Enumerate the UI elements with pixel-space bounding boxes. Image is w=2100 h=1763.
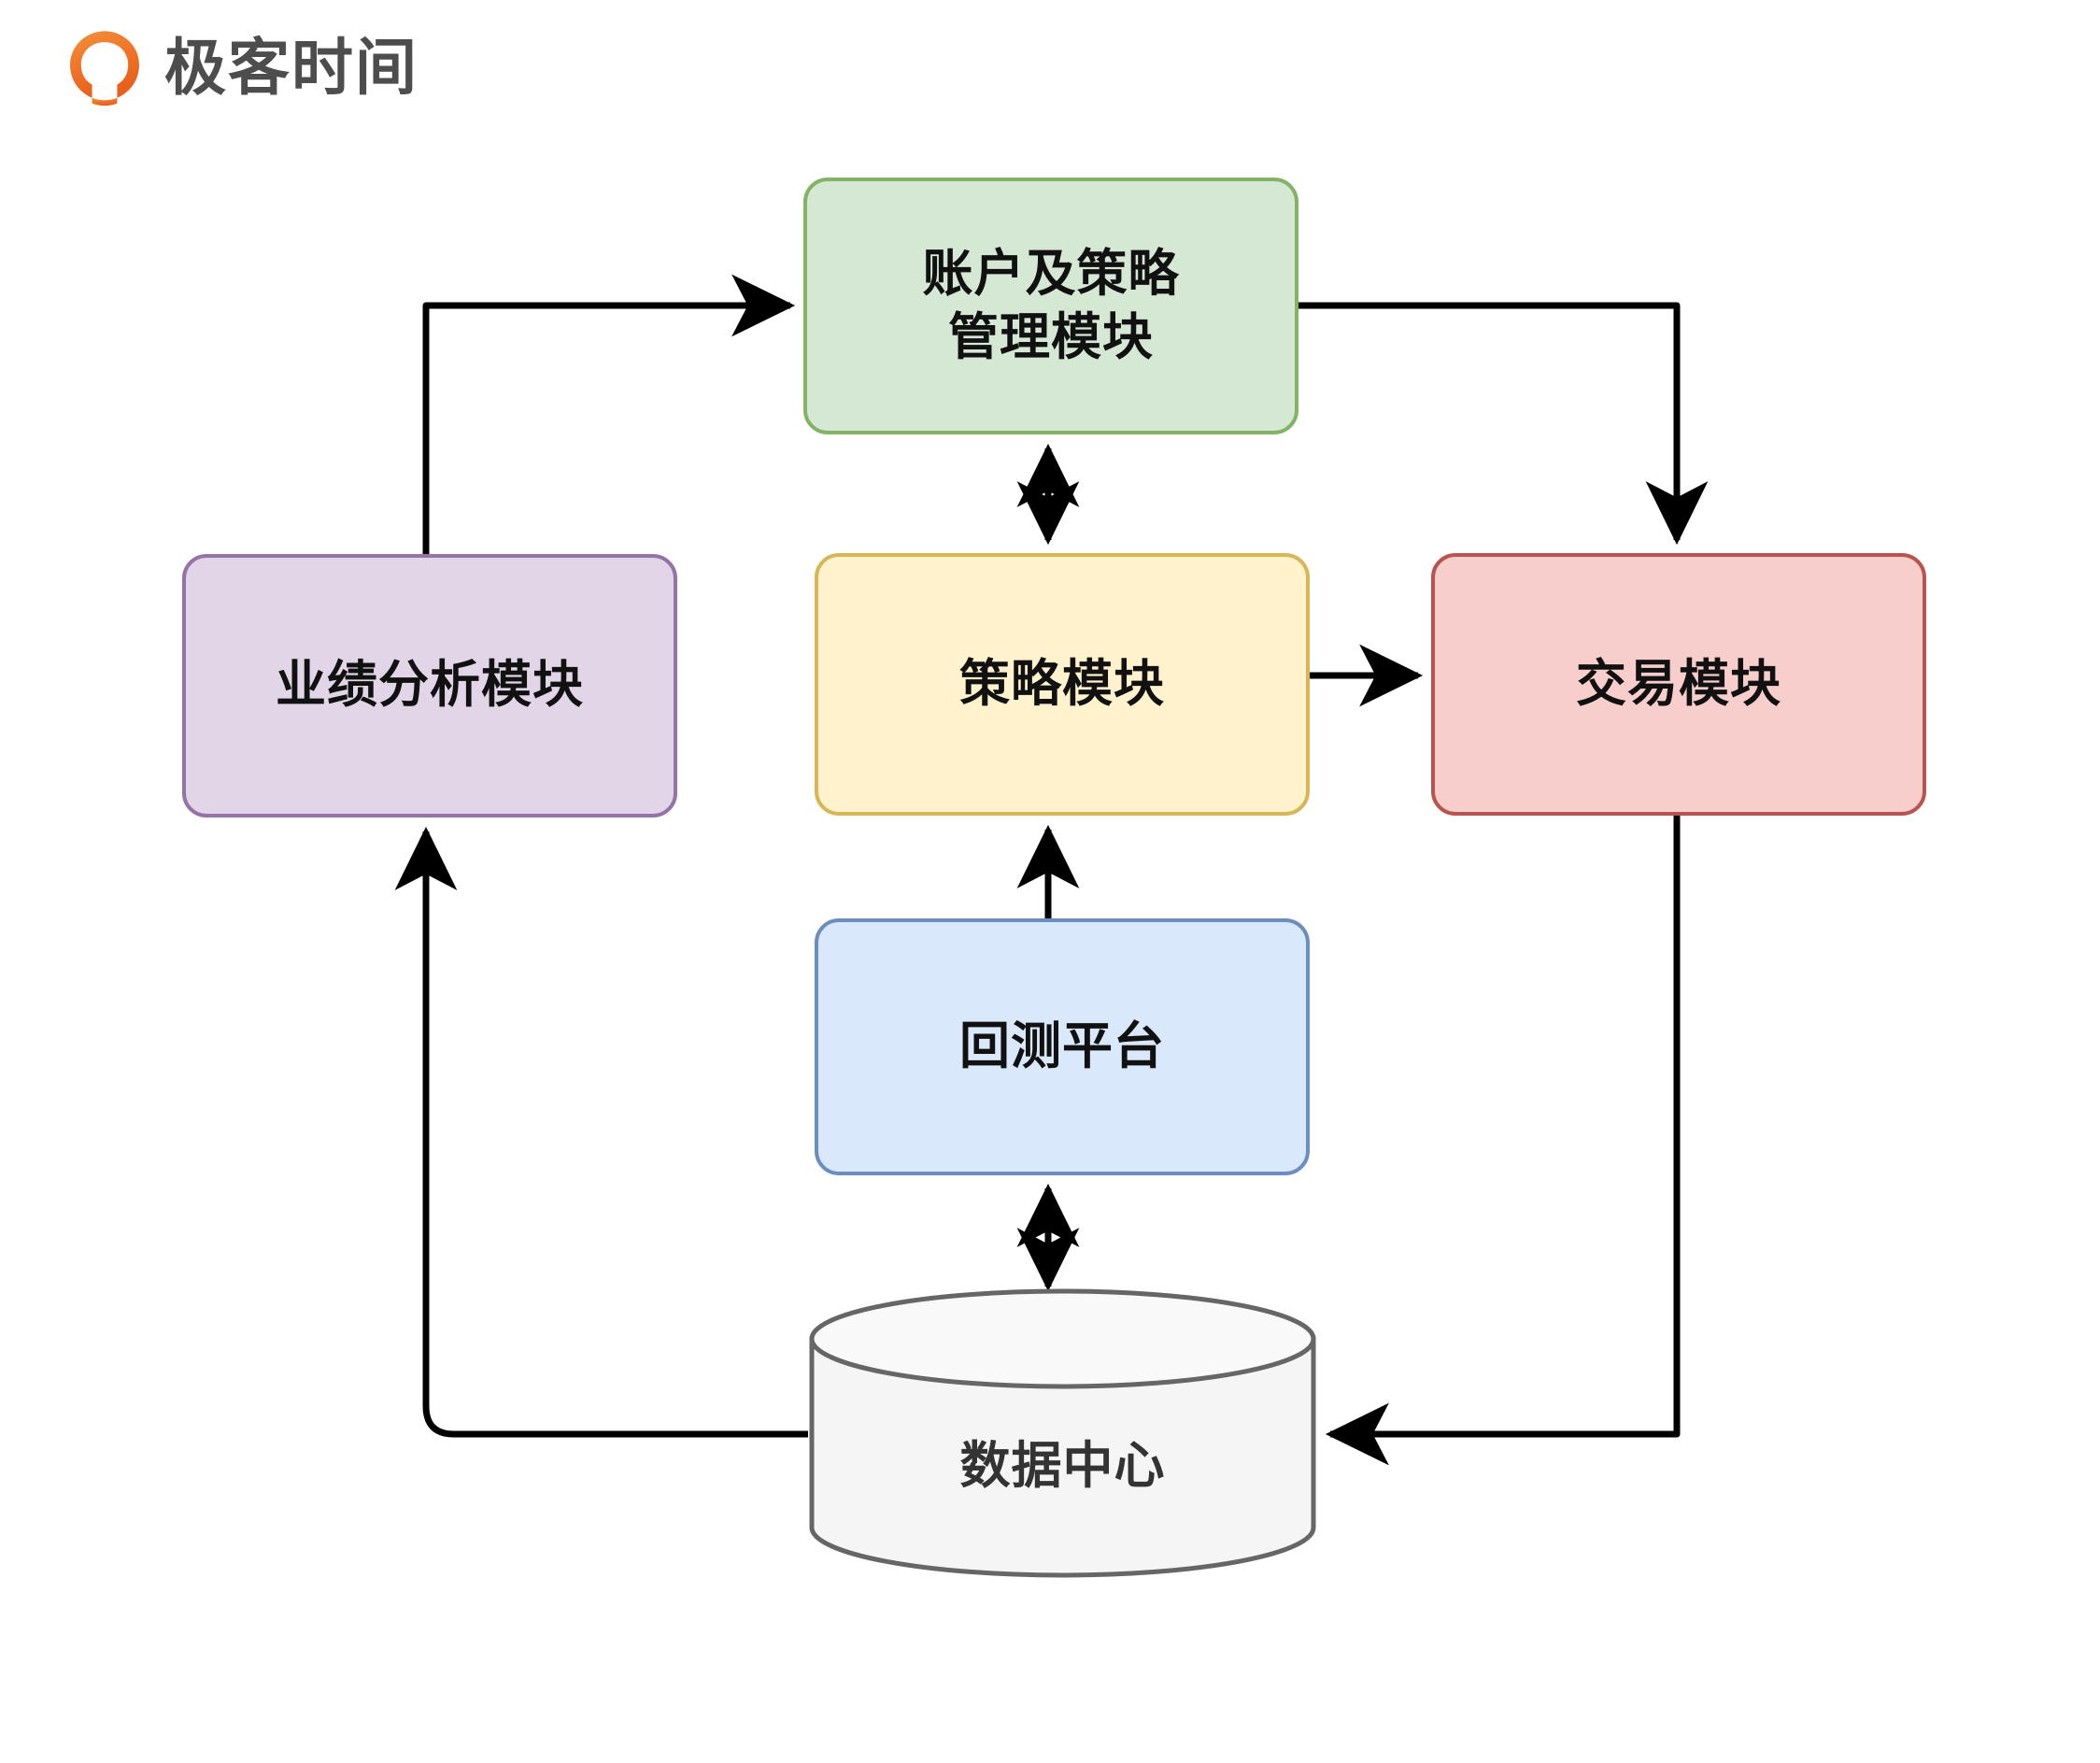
brand-logo: 极客时间 xyxy=(65,28,419,107)
node-label: 数据中心 xyxy=(959,1437,1166,1494)
node-label: 账户及策略 管理模块 xyxy=(922,246,1180,365)
node-backtest-platform[interactable]: 回测平台 xyxy=(815,918,1310,1175)
brand-name: 极客时间 xyxy=(164,33,419,102)
geektime-logo-icon xyxy=(70,31,139,107)
node-data-center[interactable]: 数据中心 xyxy=(808,1287,1317,1579)
edge-datacenter-to-performance xyxy=(394,826,808,1438)
node-trade-module[interactable]: 交易模块 xyxy=(1431,553,1926,816)
node-performance-analysis[interactable]: 业绩分析模块 xyxy=(182,554,677,818)
node-label: 回测平台 xyxy=(959,1017,1165,1074)
node-label: 业绩分析模块 xyxy=(276,657,584,714)
edge-performance-to-account xyxy=(422,274,796,554)
edge-trade-to-datacenter xyxy=(1325,816,1681,1466)
node-label: 策略模块 xyxy=(959,655,1165,712)
cylinder-shape-icon xyxy=(809,1288,1316,1578)
edge-account-to-trade xyxy=(1298,302,1709,546)
node-strategy-module[interactable]: 策略模块 xyxy=(815,553,1310,816)
node-account-strategy-management[interactable]: 账户及策略 管理模块 xyxy=(803,178,1298,434)
node-label: 交易模块 xyxy=(1576,655,1781,712)
